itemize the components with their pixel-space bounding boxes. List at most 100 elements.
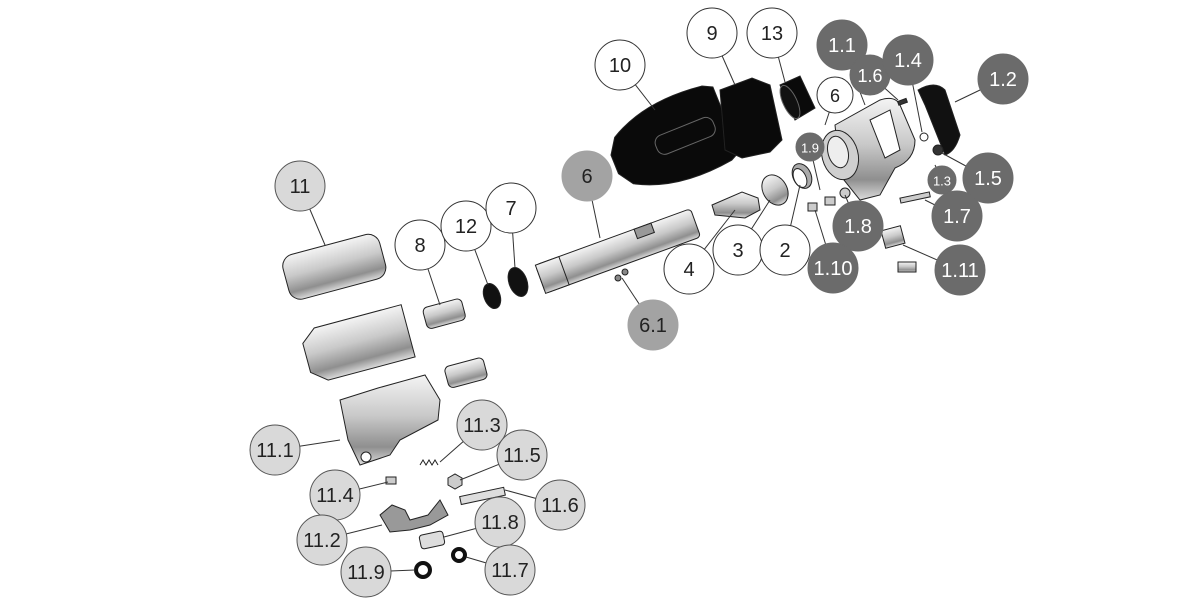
callout-label: 6 (830, 86, 840, 106)
callout-circle (296, 514, 348, 566)
callout-1-2: 1.2 (977, 53, 1029, 105)
callout-6: 6 (816, 76, 854, 114)
callout-circle (795, 132, 825, 162)
callout-6-1: 6.1 (627, 299, 679, 351)
callout-1-4: 1.4 (882, 34, 934, 86)
callout-label: 7 (505, 198, 516, 220)
part-11-3 (419, 459, 439, 466)
callout-label: 13 (761, 23, 783, 45)
callout-11-8: 11.8 (474, 496, 526, 548)
callout-label: 2 (779, 240, 790, 262)
callout-circle (534, 479, 586, 531)
part-7 (507, 267, 529, 297)
callout-label: 11.3 (463, 415, 500, 437)
callout-2: 2 (759, 224, 811, 276)
callout-circle (496, 429, 548, 481)
callout-circle (340, 546, 392, 598)
callout-circle (627, 299, 679, 351)
callout-11: 11 (274, 160, 326, 212)
callout-11-5: 11.5 (496, 429, 548, 481)
callout-11-2: 11.2 (296, 514, 348, 566)
callout-label: 8 (414, 235, 425, 257)
callout-label: 6 (581, 166, 592, 188)
part-11-2 (379, 499, 449, 533)
callout-label: 1.9 (801, 141, 819, 156)
callout-circle (931, 190, 983, 242)
part-6-tube (534, 209, 701, 294)
part-1-10 (807, 202, 818, 212)
part-11-b (302, 304, 416, 381)
callout-circle (663, 243, 715, 295)
callout-11-7: 11.7 (484, 544, 536, 596)
callout-label: 11.5 (503, 445, 540, 467)
callout-circle (594, 39, 646, 91)
callout-1-9: 1.9 (795, 132, 825, 162)
part-11-8 (418, 530, 446, 550)
callout-12: 12 (440, 200, 492, 252)
part-1-6 (896, 97, 909, 106)
callout-label: 1.1 (828, 35, 856, 57)
part-6-1 (614, 274, 622, 282)
callout-11-3: 11.3 (456, 399, 508, 451)
callout-11-6: 11.6 (534, 479, 586, 531)
callout-label: 1.6 (857, 66, 882, 86)
callout-label: 1.8 (844, 216, 872, 238)
part-11-7-ring (451, 547, 467, 563)
callout-circle (882, 34, 934, 86)
part-1-4 (919, 132, 929, 142)
callout-label: 11.9 (347, 562, 384, 584)
callout-11-9: 11.9 (340, 546, 392, 598)
callout-13: 13 (746, 7, 798, 59)
callout-1-11: 1.11 (934, 244, 986, 296)
callout-circle (484, 544, 536, 596)
part-11-9-ring (414, 561, 432, 579)
callout-label: 3 (732, 240, 743, 262)
part-1-8 (839, 187, 851, 199)
part-1-5 (932, 144, 944, 156)
callout-1-7: 1.7 (931, 190, 983, 242)
callout-label: 1.3 (933, 174, 951, 189)
callout-label: 1.11 (941, 260, 978, 282)
part-1-2 (917, 84, 961, 156)
callout-label: 4 (683, 259, 694, 281)
callout-circle (746, 7, 798, 59)
callout-label: 11.6 (541, 495, 578, 517)
callout-circle (759, 224, 811, 276)
callout-4: 4 (663, 243, 715, 295)
callout-circle (394, 219, 446, 271)
callout-label: 11.1 (256, 440, 293, 462)
callout-circle (927, 165, 957, 195)
callout-circle (934, 244, 986, 296)
callout-1-5: 1.5 (962, 152, 1014, 204)
part-1-9 (824, 196, 836, 206)
part-11-6 (459, 486, 506, 506)
callout-label: 1.7 (943, 206, 971, 228)
callout-1-1: 1.1 (816, 19, 868, 71)
part-11 (282, 233, 387, 300)
callout-circle (686, 7, 738, 59)
callout-label: 11.8 (481, 512, 518, 534)
callout-label: 11 (290, 176, 311, 198)
callout-circle (485, 182, 537, 234)
callout-3: 3 (712, 224, 764, 276)
callout-label: 12 (455, 216, 477, 238)
callout-label: 11.7 (491, 560, 528, 582)
part-4 (711, 191, 761, 219)
callout-circle (816, 19, 868, 71)
callout-circle (456, 399, 508, 451)
callout-11-4: 11.4 (309, 469, 361, 521)
callout-label: 6.1 (639, 315, 667, 337)
callout-1-3: 1.3 (927, 165, 957, 195)
part-housing (820, 97, 916, 201)
part-11-4 (385, 476, 397, 485)
callout-6: 6 (561, 150, 613, 202)
callout-circle (561, 150, 613, 202)
part-13 (779, 75, 816, 121)
part-2 (791, 163, 813, 189)
part-12 (482, 282, 502, 310)
part-3 (761, 174, 789, 206)
callout-circle (816, 76, 854, 114)
part-11-1 (339, 374, 441, 466)
